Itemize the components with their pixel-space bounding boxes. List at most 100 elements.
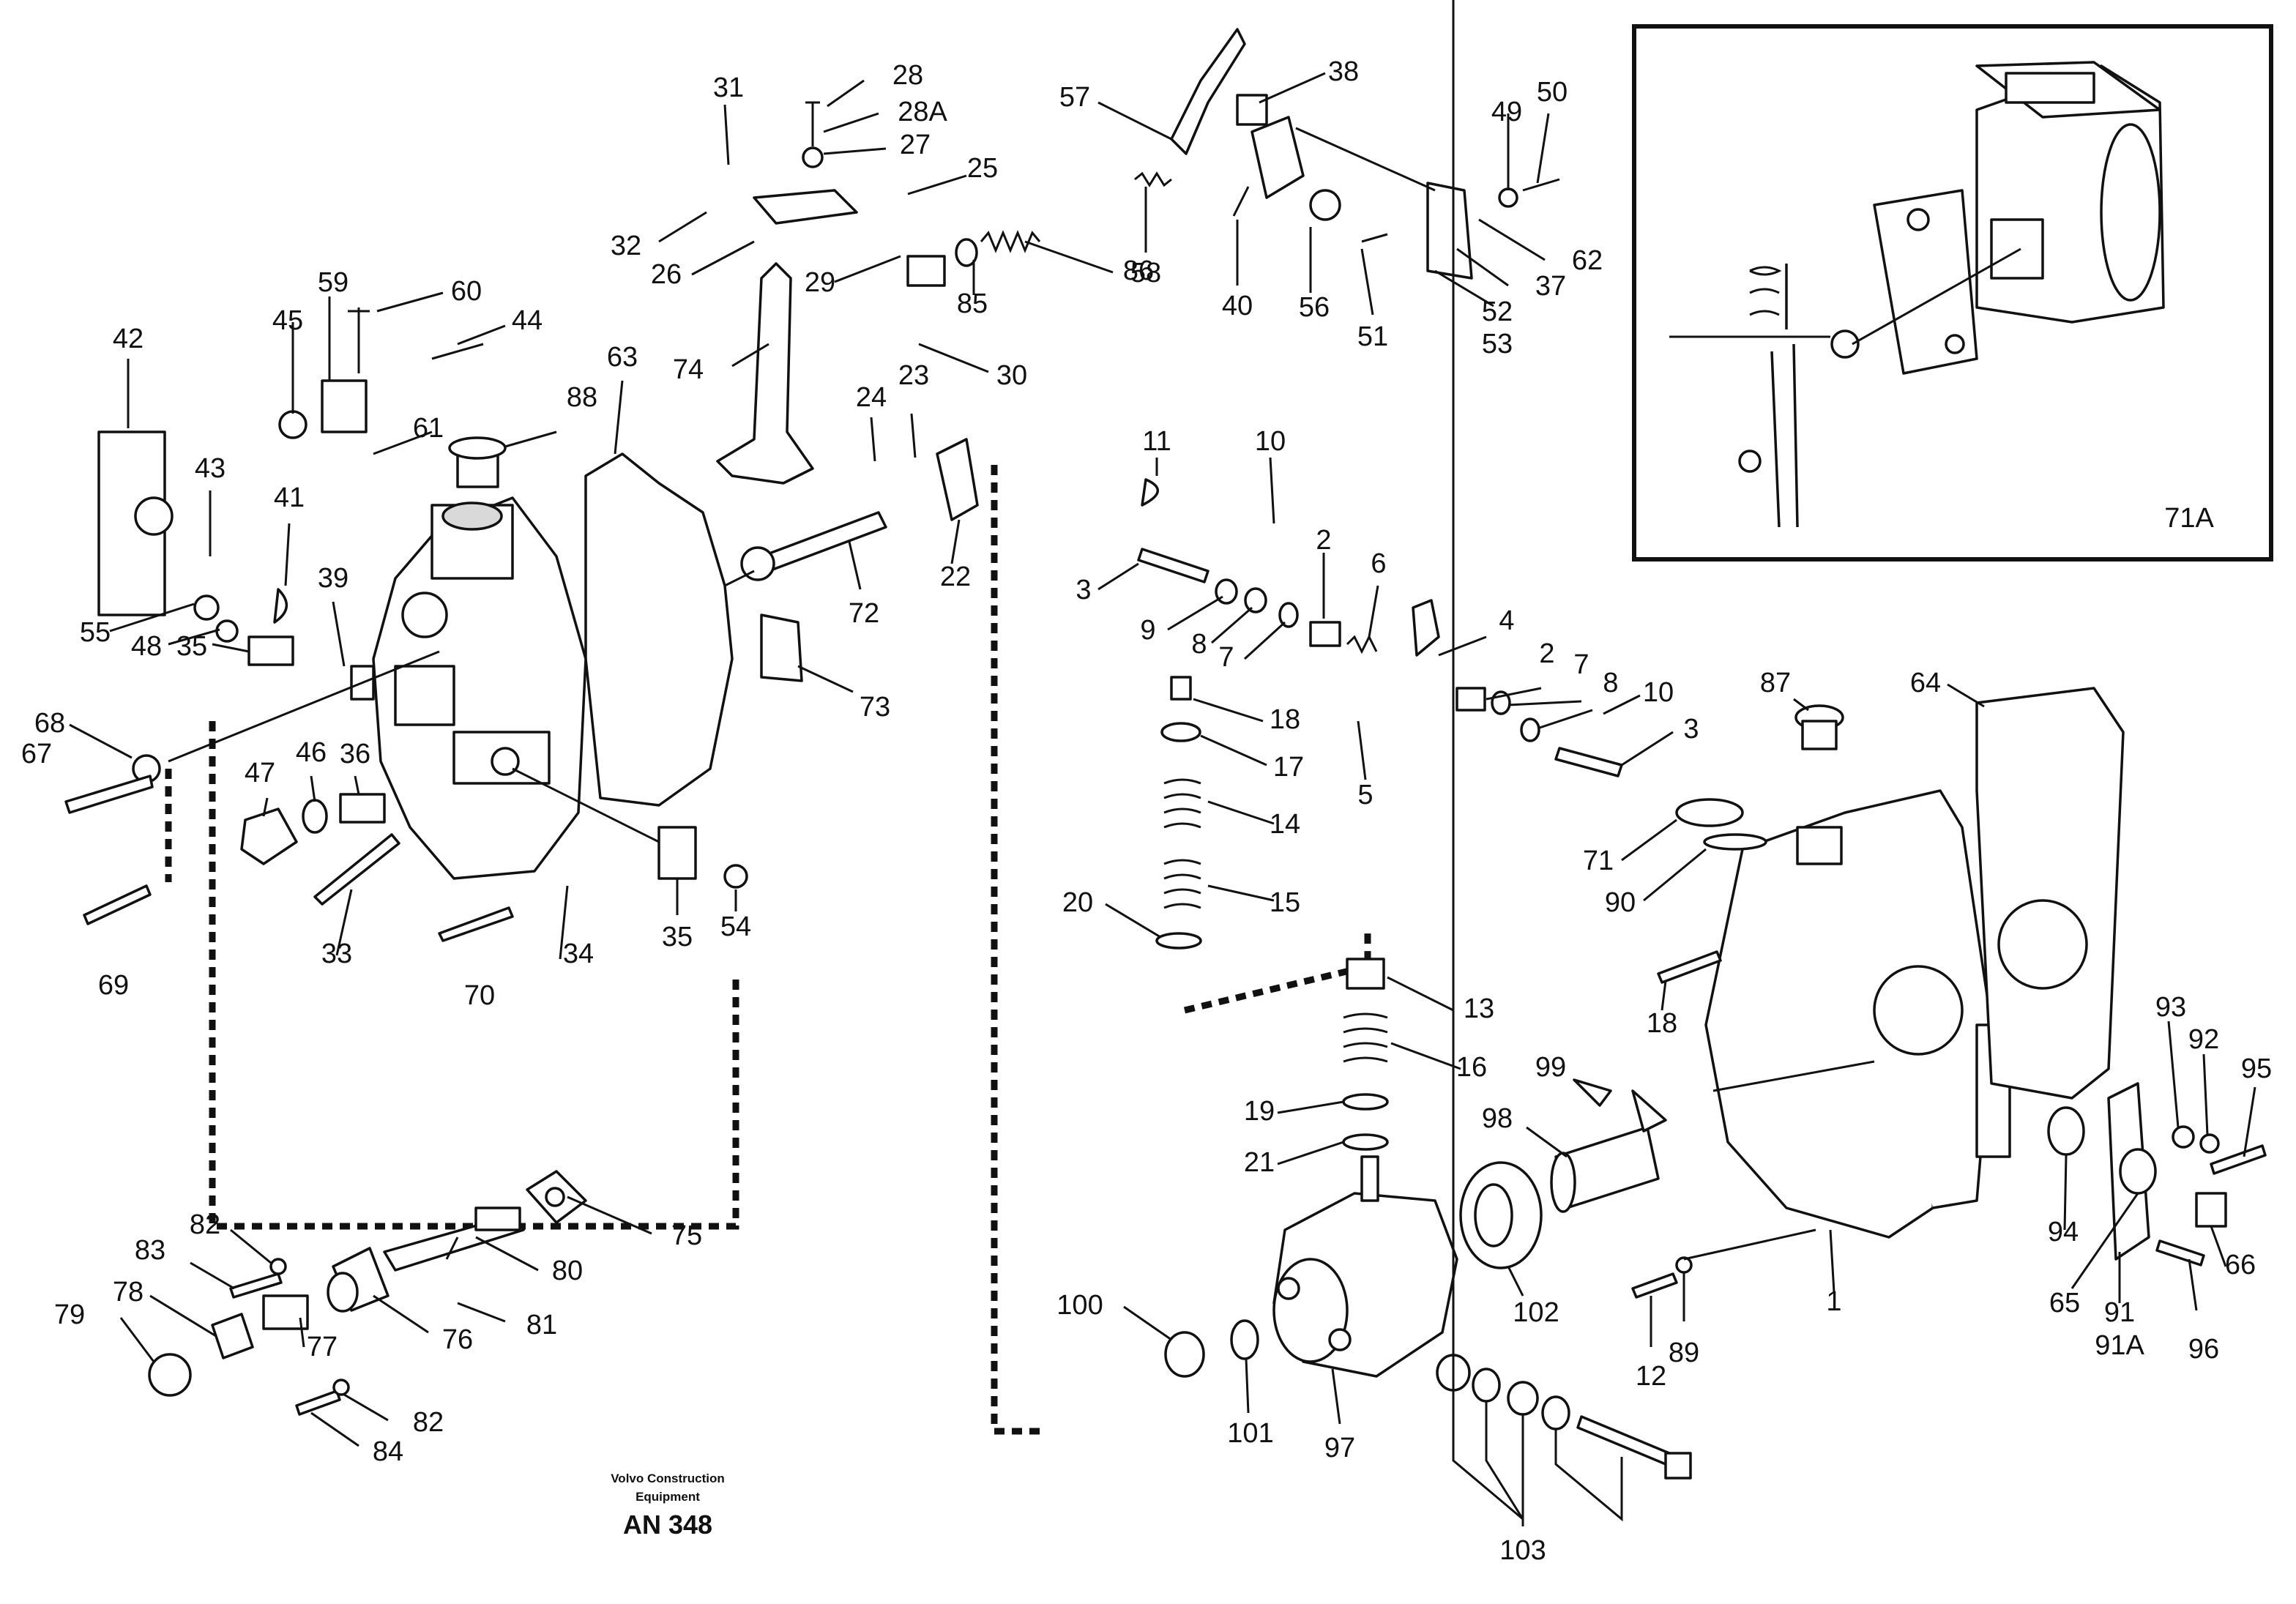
callout-95: 95 bbox=[2241, 1053, 2272, 1084]
callout-2-left: 2 bbox=[1316, 525, 1331, 556]
callout-86: 86 bbox=[1123, 255, 1154, 286]
callout-54: 54 bbox=[720, 911, 751, 942]
callout-45: 45 bbox=[272, 305, 303, 336]
lower-left-parts bbox=[148, 1170, 587, 1416]
callout-72: 72 bbox=[849, 598, 879, 629]
callout-10-top: 10 bbox=[1255, 426, 1286, 457]
callout-7-right: 7 bbox=[1573, 649, 1589, 680]
callout-21: 21 bbox=[1244, 1147, 1275, 1178]
callout-43: 43 bbox=[195, 453, 225, 484]
control-linkage-assembly bbox=[1134, 28, 1560, 280]
callout-35-right: 35 bbox=[662, 922, 693, 952]
callout-labels: 31 28 28A 27 25 32 26 29 86 85 30 74 57 … bbox=[21, 56, 2272, 1566]
callout-8-left: 8 bbox=[1191, 629, 1207, 660]
callout-96: 96 bbox=[2188, 1334, 2219, 1365]
drawing-footer: Volvo Construction Equipment AN 348 bbox=[611, 1471, 725, 1540]
callout-53: 53 bbox=[1482, 329, 1513, 359]
callout-81: 81 bbox=[526, 1310, 557, 1340]
callout-73: 73 bbox=[860, 692, 890, 723]
callout-37: 37 bbox=[1535, 271, 1566, 302]
callout-12: 12 bbox=[1636, 1361, 1666, 1392]
callout-28: 28 bbox=[892, 60, 923, 91]
callout-93: 93 bbox=[2155, 992, 2186, 1023]
callout-33: 33 bbox=[321, 939, 352, 969]
callout-66: 66 bbox=[2225, 1250, 2256, 1280]
callout-70: 70 bbox=[464, 980, 495, 1011]
callout-85: 85 bbox=[957, 288, 988, 319]
callout-6: 6 bbox=[1371, 548, 1386, 579]
callout-3-right: 3 bbox=[1683, 714, 1699, 745]
callout-62: 62 bbox=[1572, 245, 1603, 276]
callout-30: 30 bbox=[996, 360, 1027, 391]
callout-48: 48 bbox=[131, 631, 162, 662]
footer-drawing-code: AN 348 bbox=[623, 1510, 712, 1540]
callout-19: 19 bbox=[1244, 1096, 1275, 1127]
callout-17: 17 bbox=[1273, 752, 1304, 783]
callout-16: 16 bbox=[1456, 1052, 1487, 1083]
callout-77: 77 bbox=[307, 1332, 338, 1362]
callout-36: 36 bbox=[340, 739, 370, 769]
callout-11: 11 bbox=[1142, 426, 1171, 457]
callout-100: 100 bbox=[1056, 1290, 1103, 1321]
callout-97: 97 bbox=[1324, 1433, 1355, 1463]
inset-label: 71A bbox=[2164, 503, 2214, 534]
callout-25: 25 bbox=[967, 153, 998, 184]
callout-27: 27 bbox=[900, 130, 931, 160]
callout-92: 92 bbox=[2188, 1024, 2219, 1055]
callout-4: 4 bbox=[1499, 605, 1514, 636]
callout-38: 38 bbox=[1328, 56, 1359, 87]
callout-103: 103 bbox=[1499, 1535, 1546, 1566]
callout-60: 60 bbox=[451, 276, 482, 307]
callout-18-top: 18 bbox=[1270, 704, 1300, 735]
callout-87: 87 bbox=[1760, 668, 1791, 698]
callout-83: 83 bbox=[135, 1235, 165, 1266]
callout-91a: 91A bbox=[2095, 1330, 2144, 1361]
callout-18-bottom: 18 bbox=[1647, 1008, 1677, 1039]
callout-46: 46 bbox=[296, 737, 327, 768]
callout-35-left: 35 bbox=[176, 631, 207, 662]
callout-65: 65 bbox=[2049, 1288, 2080, 1318]
callout-8-right: 8 bbox=[1603, 668, 1618, 698]
callout-74: 74 bbox=[673, 354, 704, 385]
footer-company-line1: Volvo Construction bbox=[611, 1471, 725, 1485]
callout-49: 49 bbox=[1491, 97, 1522, 127]
callout-51: 51 bbox=[1357, 321, 1388, 352]
callout-94: 94 bbox=[2048, 1217, 2079, 1247]
callout-50: 50 bbox=[1537, 77, 1568, 108]
callout-41: 41 bbox=[274, 482, 305, 513]
callout-31: 31 bbox=[713, 72, 744, 103]
callout-59: 59 bbox=[318, 267, 348, 298]
leader-lines bbox=[69, 0, 2256, 1526]
callout-15: 15 bbox=[1270, 887, 1300, 918]
callout-55: 55 bbox=[80, 617, 111, 648]
callout-76: 76 bbox=[442, 1324, 473, 1355]
callout-88: 88 bbox=[567, 382, 597, 413]
callout-2-right: 2 bbox=[1539, 638, 1554, 669]
footer-company-line2: Equipment bbox=[636, 1490, 700, 1504]
callout-9: 9 bbox=[1140, 615, 1155, 646]
lever-shaft-assembly bbox=[1137, 478, 1623, 1151]
callout-82-bottom: 82 bbox=[413, 1407, 444, 1438]
callout-98: 98 bbox=[1482, 1103, 1513, 1134]
callout-68: 68 bbox=[34, 708, 65, 739]
callout-34: 34 bbox=[563, 939, 594, 969]
callout-20: 20 bbox=[1062, 887, 1093, 918]
callout-90: 90 bbox=[1605, 887, 1636, 918]
callout-23: 23 bbox=[898, 360, 929, 391]
callout-10-right: 10 bbox=[1643, 677, 1674, 708]
callout-58: 58 bbox=[1130, 258, 1161, 288]
callout-24: 24 bbox=[856, 382, 887, 413]
callout-63: 63 bbox=[607, 342, 638, 373]
callout-79: 79 bbox=[54, 1299, 85, 1330]
callout-84: 84 bbox=[373, 1436, 403, 1467]
callout-7-left: 7 bbox=[1218, 642, 1234, 673]
callout-82-top: 82 bbox=[190, 1209, 220, 1240]
callout-5: 5 bbox=[1357, 780, 1373, 810]
callout-101: 101 bbox=[1227, 1418, 1273, 1449]
callout-26: 26 bbox=[651, 259, 682, 290]
callout-91: 91 bbox=[2104, 1297, 2135, 1328]
callout-28a: 28A bbox=[898, 97, 947, 127]
callout-3-top: 3 bbox=[1076, 575, 1091, 605]
pump-housing-assembly bbox=[1459, 687, 2267, 1299]
